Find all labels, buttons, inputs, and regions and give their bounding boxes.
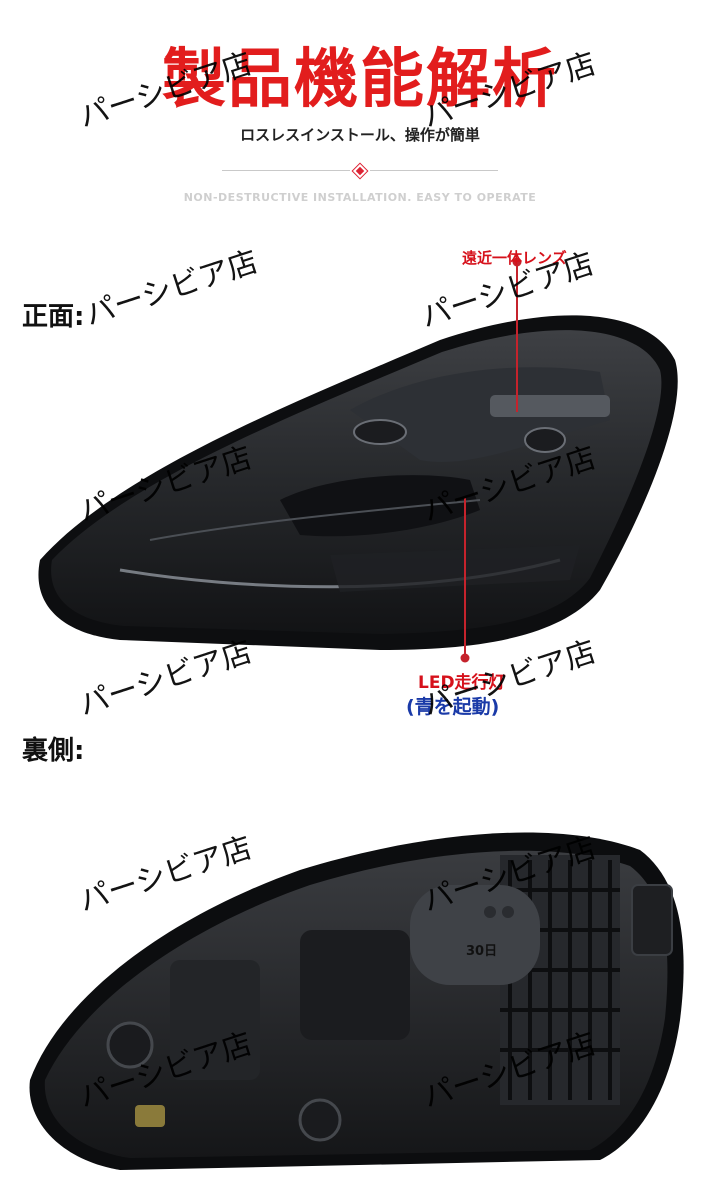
drl-callout-note: (青を起動) (406, 696, 500, 718)
drl-strip-upper (149, 499, 481, 541)
mesh-panel (330, 545, 580, 592)
drl-callout-line (464, 498, 466, 658)
yellow-connector (135, 1105, 165, 1127)
drl-callout-label: LED走行灯 (418, 673, 506, 693)
power-connector (631, 884, 673, 956)
center-module (300, 930, 410, 1040)
back-sticker-text: 30日 (466, 944, 498, 959)
page-subtitle: ロスレスインストール、操作が簡単 (240, 126, 480, 144)
lens-callout-line (516, 262, 518, 412)
divider-left (222, 170, 350, 171)
drl-callout-dot (460, 653, 470, 663)
page-title: 製品機能解析 (162, 43, 558, 117)
projector-left (353, 419, 407, 445)
lens-module (490, 395, 610, 417)
back-section-label: 裏側: (22, 736, 85, 766)
inner-projector-dark (280, 475, 480, 537)
rib-lines (500, 860, 620, 1100)
mount-point (298, 1098, 342, 1142)
divider-right (370, 170, 498, 171)
english-subtitle: NON-DESTRUCTIVE INSTALLATION. EASY TO OP… (183, 191, 537, 204)
projector-right (524, 427, 566, 453)
left-module (170, 960, 260, 1080)
adjust-knob (106, 1021, 154, 1069)
lens-callout-label: 遠近一体レンズ (462, 249, 567, 267)
lens-callout-dot (512, 257, 522, 267)
front-section-label: 正面: (22, 302, 85, 332)
